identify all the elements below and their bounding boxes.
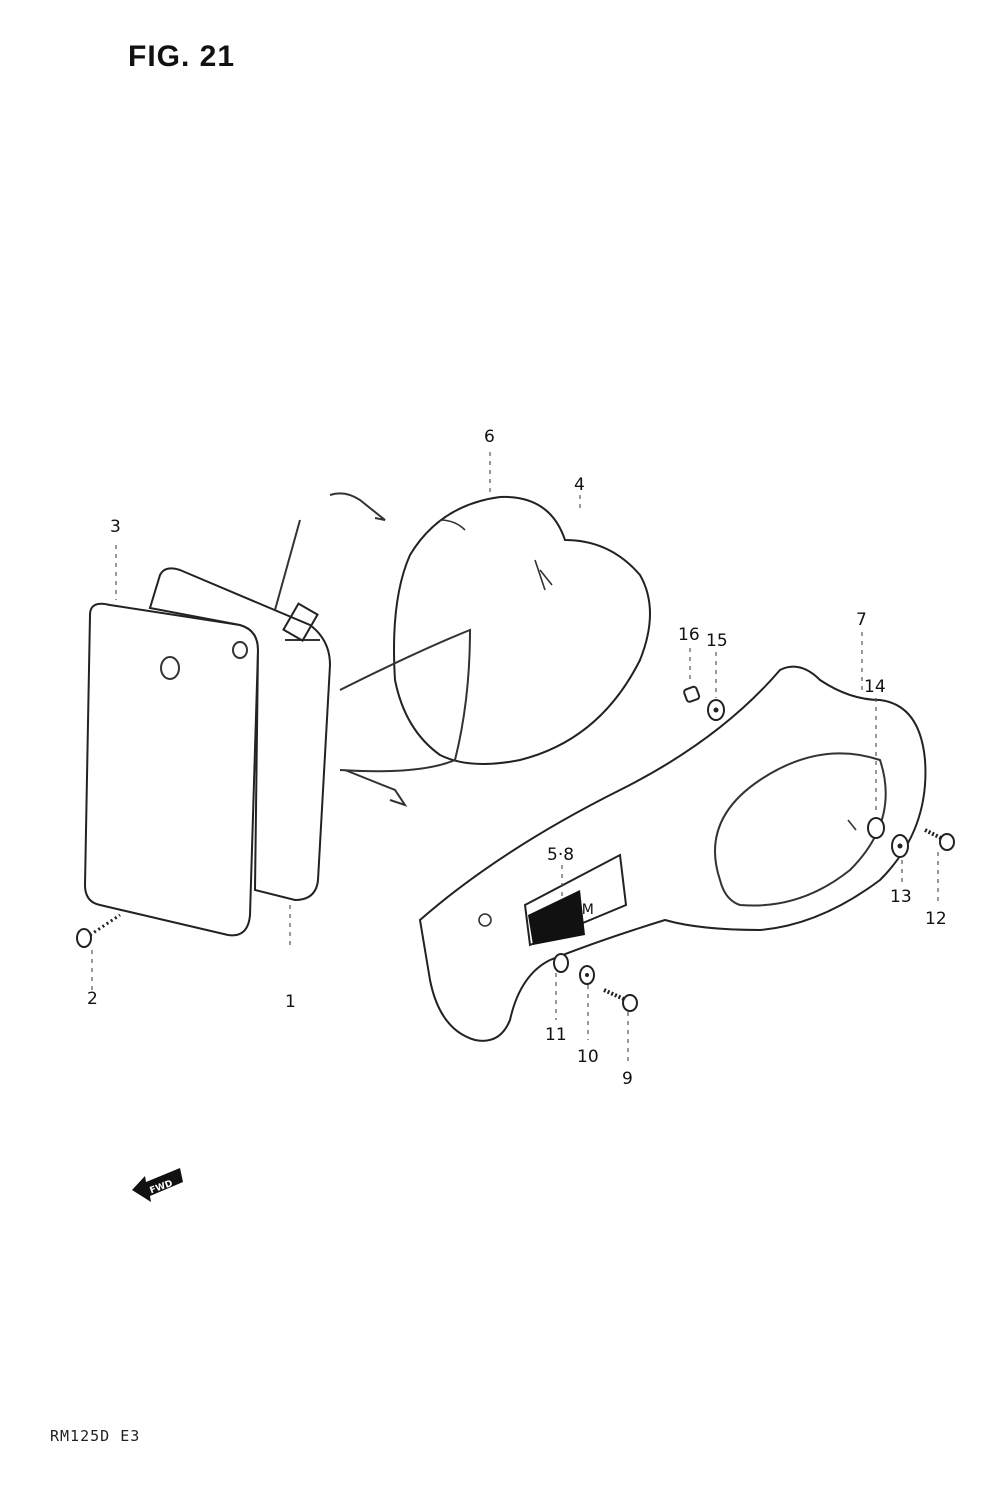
callout-9: 9 [622, 1069, 633, 1089]
callout-labels: 3 6 4 16 15 7 14 5·8 13 12 2 1 11 10 9 [87, 427, 947, 1089]
callout-12: 12 [925, 909, 947, 929]
callout-5-8: 5·8 [547, 845, 574, 865]
frame-cover-part-7: RM [418, 665, 927, 1042]
collar-part-16 [683, 685, 701, 703]
callout-7: 7 [856, 610, 867, 630]
figure-title: FIG. 21 [128, 40, 236, 73]
bolt-part-12 [924, 828, 955, 851]
callout-13: 13 [890, 887, 912, 907]
screw-part-2 [76, 913, 121, 948]
callout-6: 6 [484, 427, 495, 447]
brand-logo-icon [282, 602, 319, 642]
washer-part-15 [707, 699, 725, 721]
grommet-part-14 [847, 817, 885, 839]
callout-1: 1 [285, 992, 296, 1012]
callout-2: 2 [87, 989, 98, 1009]
decal-text: RM [572, 902, 594, 918]
decal-part-5-8: RM [523, 853, 628, 947]
callout-11: 11 [545, 1025, 567, 1045]
leader-lines [91, 452, 939, 1062]
callout-10: 10 [577, 1047, 599, 1067]
collar-part-11 [553, 953, 569, 973]
washer-part-10 [579, 965, 595, 985]
model-code: RM125D E3 [50, 1427, 141, 1445]
backing-plate-part-1 [148, 492, 408, 902]
callout-3: 3 [110, 517, 121, 537]
side-cover-part-6 [339, 495, 651, 773]
callout-4: 4 [574, 475, 585, 495]
number-plate-part-3 [83, 602, 260, 937]
washer-part-13 [891, 834, 909, 858]
bolt-part-9 [603, 988, 638, 1012]
callout-16: 16 [678, 625, 700, 645]
callout-14: 14 [864, 677, 886, 697]
callout-15: 15 [706, 631, 728, 651]
fwd-arrow-icon: FWD [132, 1168, 183, 1202]
